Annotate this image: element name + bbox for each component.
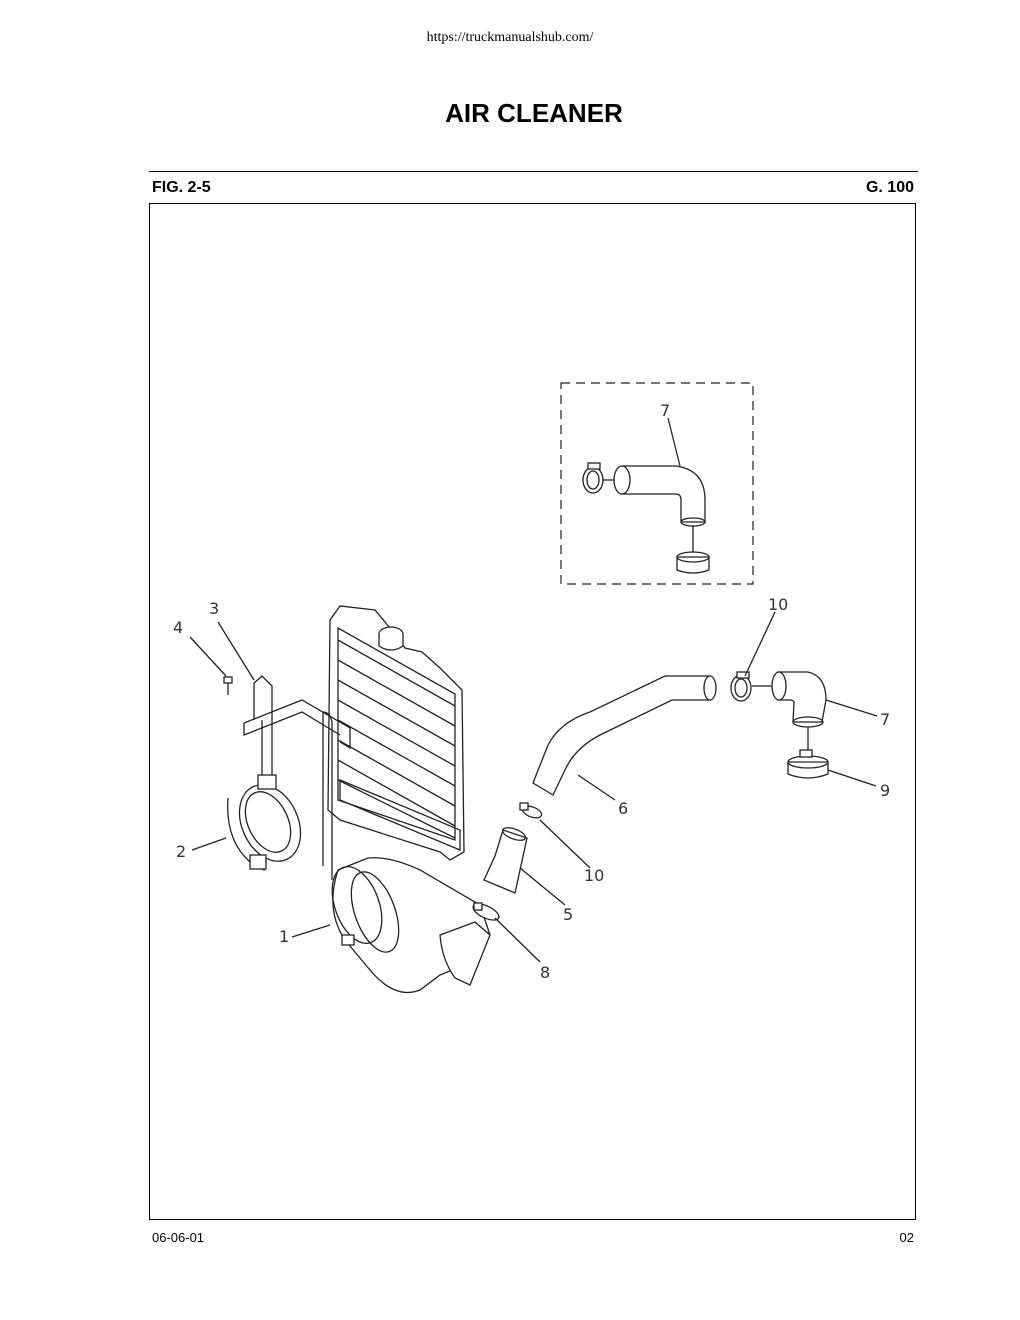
callout-9: 9: [880, 781, 890, 800]
callout-7-inset: 7: [660, 401, 670, 420]
callout-5: 5: [563, 905, 573, 924]
hose-clamp-air-cleaner: [472, 902, 500, 921]
elbow-hose: [771, 671, 827, 752]
bolt: [223, 676, 233, 695]
header-rule: [149, 171, 918, 172]
callout-1: 1: [279, 927, 289, 946]
source-url: https://truckmanualshub.com/: [426, 30, 594, 45]
callout-10-upper: 10: [768, 595, 788, 614]
air-cleaner-body: [331, 857, 491, 994]
figure-number: FIG. 2-5: [152, 179, 211, 196]
callout-numbers: 7 3 4 10 7 9 6 2 10 5 1 8: [173, 401, 890, 982]
hose-clamp-elbow: [787, 749, 829, 779]
callout-6: 6: [618, 799, 628, 818]
callout-10-lower: 10: [584, 866, 604, 885]
callout-4: 4: [173, 618, 183, 637]
page-number: 02: [899, 1230, 914, 1245]
hose-clamp-lower: [519, 802, 543, 819]
callout-2: 2: [176, 842, 186, 861]
callout-3: 3: [209, 599, 219, 618]
revision-date: 06-06-01: [152, 1230, 205, 1245]
callout-7: 7: [880, 710, 890, 729]
intake-hose: [532, 675, 717, 796]
hose-clamp-upper: [730, 671, 752, 702]
reducer-hose: [483, 827, 528, 894]
mounting-bracket: [243, 675, 351, 880]
band-clamp: [227, 774, 302, 872]
figure-frame: [149, 203, 916, 1220]
leader-lines: [189, 611, 878, 963]
radiator: [327, 605, 465, 861]
inset-alternate-hose: [560, 382, 754, 585]
callout-8: 8: [540, 963, 550, 982]
group-number: G. 100: [865, 179, 914, 196]
page-title: AIR CLEANER: [445, 98, 623, 128]
